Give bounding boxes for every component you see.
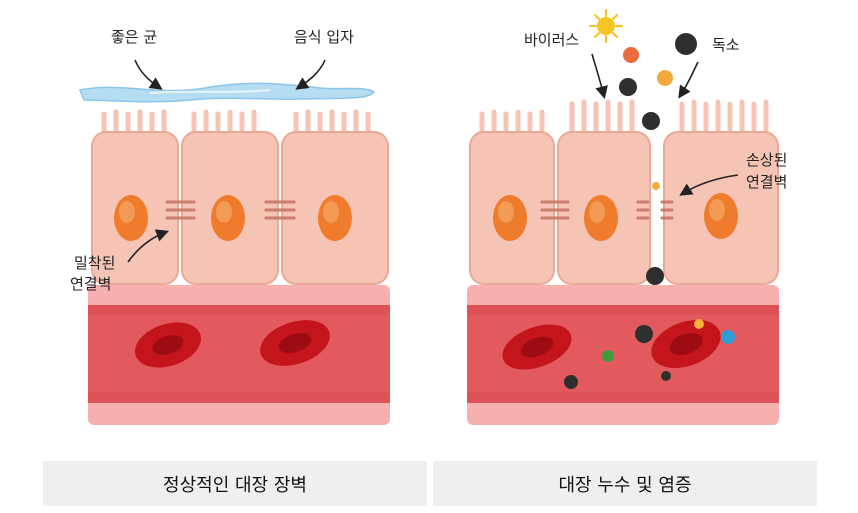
- particle-icon: [721, 330, 735, 344]
- red-blood-cell-icon: [135, 322, 201, 368]
- particle-icon: [646, 267, 664, 285]
- epithelial-cell: [663, 99, 779, 285]
- arrow-icon: [127, 229, 169, 263]
- particle-icon: [619, 78, 637, 96]
- label-damaged-junction-line2: 연결벽: [746, 173, 788, 191]
- red-blood-cell-icon: [502, 324, 572, 370]
- label-tight-junction-line1: 밀착된: [74, 254, 116, 272]
- epithelial-cell: [181, 109, 279, 285]
- epithelial-cell: [281, 109, 389, 285]
- label-tight-junction-line2: 연결벽: [70, 275, 112, 293]
- caption-leaky: 대장 누수 및 염증: [433, 461, 817, 506]
- arrow-icon: [679, 174, 739, 196]
- sun-virus-icon: [589, 9, 623, 43]
- normal-panel: [78, 59, 390, 425]
- red-blood-cell-icon: [260, 320, 330, 366]
- particle-icon: [661, 371, 671, 381]
- arrow-icon: [678, 61, 699, 99]
- arrow-icon: [591, 53, 608, 100]
- epithelial-cell: [91, 109, 179, 285]
- particle-icon: [602, 350, 614, 362]
- particle-icon: [652, 182, 660, 190]
- epithelial-cell: [557, 99, 651, 285]
- tight-junction: [165, 200, 196, 220]
- label-food-particles: 음식 입자: [294, 28, 354, 46]
- label-good-bacteria: 좋은 균: [111, 28, 158, 46]
- epithelial-cell: [469, 109, 555, 285]
- particle-icon: [642, 112, 660, 130]
- damaged-junction: [636, 200, 674, 220]
- blood-vessel-right: [467, 285, 779, 425]
- label-damaged-junction-line1: 손상된: [746, 151, 788, 169]
- particle-icon: [635, 325, 653, 343]
- particle-icon: [675, 33, 697, 55]
- particle-icon: [694, 319, 704, 329]
- particle-icon: [623, 47, 639, 63]
- tight-junction: [264, 200, 296, 220]
- particle-icon: [657, 70, 673, 86]
- particle-icon: [564, 375, 578, 389]
- label-toxin: 독소: [712, 36, 740, 54]
- epithelial-cells-right: [469, 99, 779, 285]
- arrow-icon: [295, 59, 326, 90]
- arrow-icon: [134, 59, 163, 90]
- epithelial-cells-left: [91, 109, 389, 285]
- mucus-layer: [78, 82, 376, 103]
- blood-vessel-left: [88, 285, 390, 425]
- caption-normal: 정상적인 대장 장벽: [43, 461, 427, 506]
- red-blood-cell-icon: [651, 319, 721, 369]
- label-virus: 바이러스: [524, 31, 580, 49]
- leaky-panel: [467, 9, 779, 425]
- tight-junction: [540, 200, 570, 220]
